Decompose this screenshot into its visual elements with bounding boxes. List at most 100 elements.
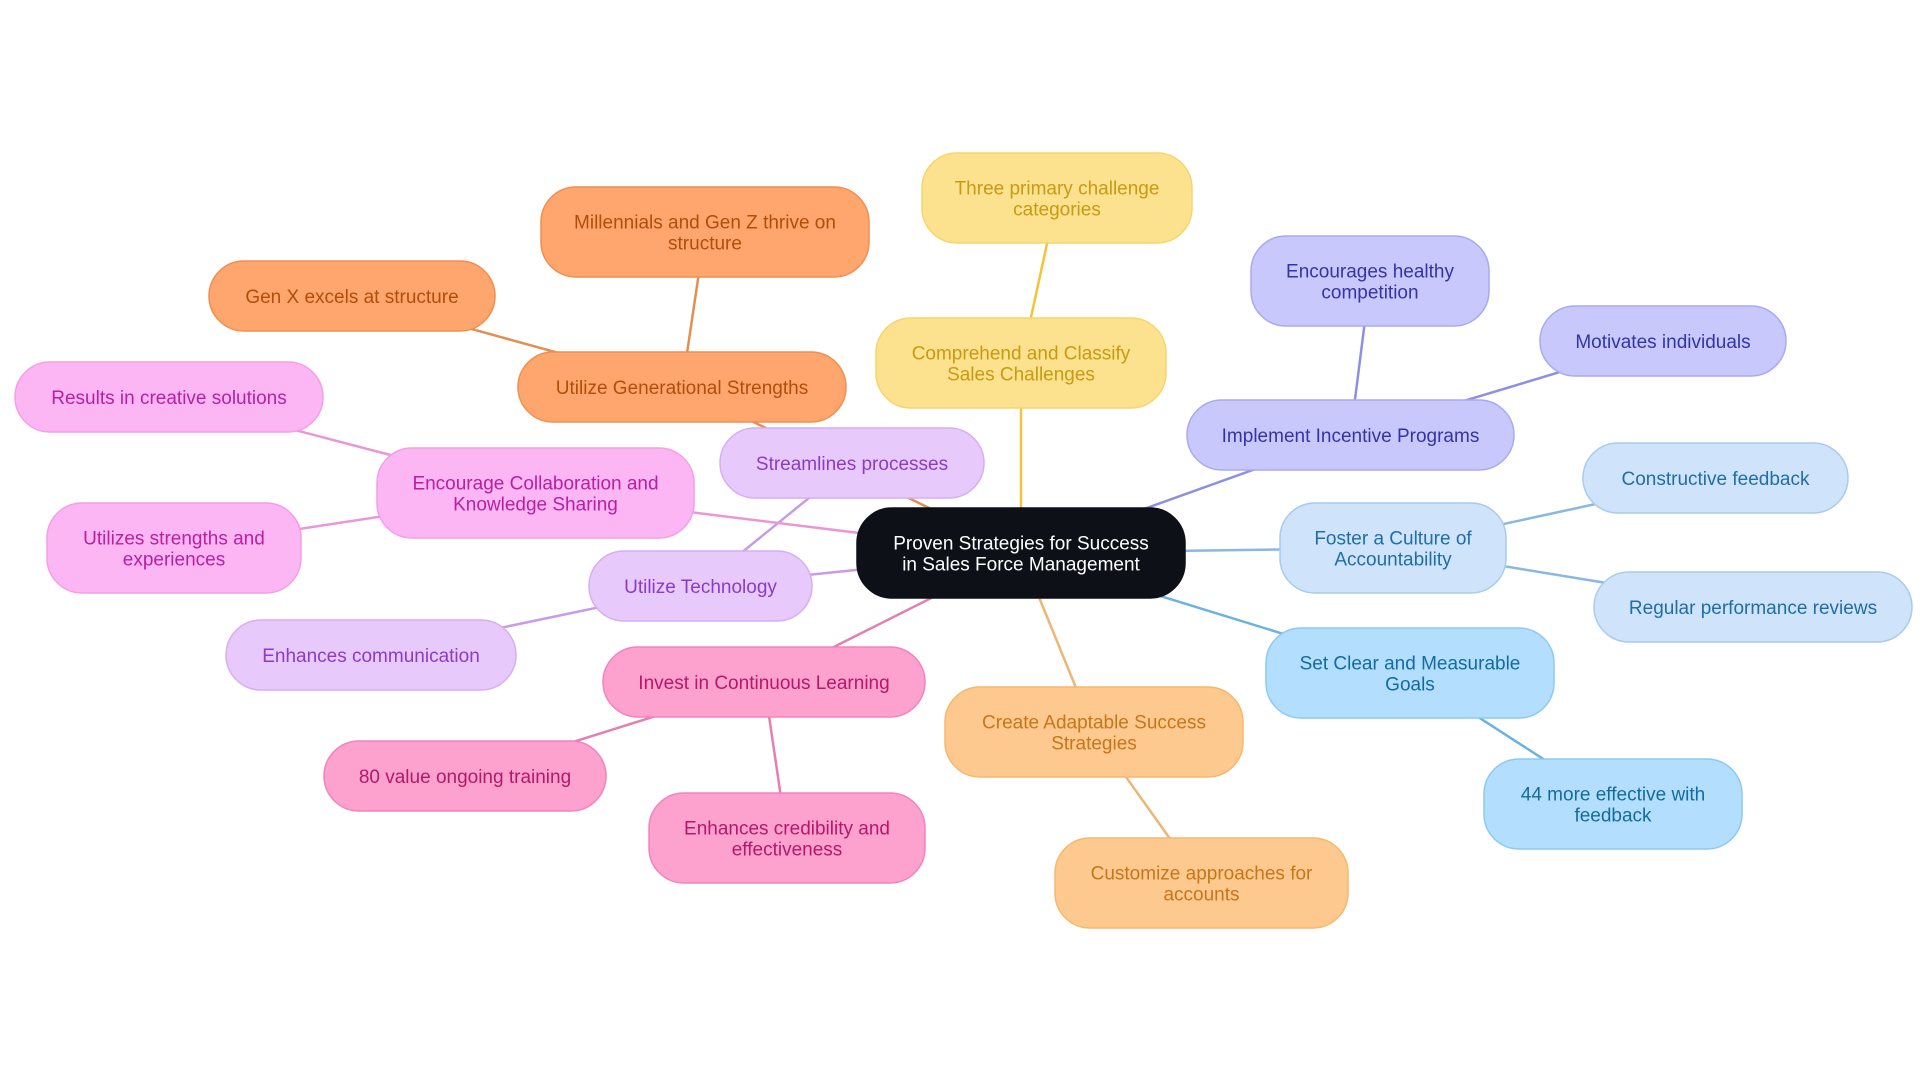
central-topic-node-label-line: in Sales Force Management xyxy=(902,555,1140,576)
branch-node-classify-label-line: Comprehend and Classify xyxy=(912,344,1131,365)
leaf-node-accountability-2: Regular performance reviews xyxy=(1593,571,1913,643)
leaf-node-learning-1-box xyxy=(323,740,607,812)
leaf-node-accountability-1-box xyxy=(1582,442,1849,514)
leaf-node-accountability-1: Constructive feedback xyxy=(1582,442,1849,514)
leaf-node-technology-2: Enhances communication xyxy=(225,619,517,691)
leaf-node-generational-2-label: Gen X excels at structure xyxy=(245,287,458,308)
leaf-node-generational-1-box xyxy=(540,186,870,278)
branch-node-goals-label-line: Goals xyxy=(1385,675,1435,696)
leaf-node-accountability-1-label: Constructive feedback xyxy=(1622,469,1810,490)
branch-node-learning-label-line: Invest in Continuous Learning xyxy=(638,673,889,694)
leaf-node-collaboration-2-label-line: experiences xyxy=(123,550,225,571)
leaf-node-learning-1: 80 value ongoing training xyxy=(323,740,607,812)
branch-node-incentive: Implement Incentive Programs xyxy=(1186,399,1515,471)
leaf-node-collaboration-1-box xyxy=(14,361,324,433)
leaf-node-collaboration-2-box xyxy=(46,502,302,594)
branch-node-classify-box xyxy=(875,317,1167,409)
leaf-node-accountability-2-label-line: Regular performance reviews xyxy=(1629,598,1877,619)
leaf-node-collaboration-1-label-line: Results in creative solutions xyxy=(51,388,287,409)
leaf-node-accountability-1-label-line: Constructive feedback xyxy=(1622,469,1810,490)
branch-node-learning: Invest in Continuous Learning xyxy=(602,646,926,718)
leaf-node-generational-2-box xyxy=(208,260,496,332)
branch-node-technology-label-line: Utilize Technology xyxy=(624,577,777,598)
leaf-node-incentive-1-box xyxy=(1250,235,1490,327)
branch-node-goals-label-line: Set Clear and Measurable xyxy=(1300,654,1521,675)
leaf-node-learning-1-label-line: 80 value ongoing training xyxy=(359,767,571,788)
branch-node-collaboration-box xyxy=(376,447,695,539)
branch-node-technology: Utilize Technology xyxy=(588,550,813,622)
branch-node-accountability-label-line: Foster a Culture of xyxy=(1314,529,1472,550)
leaf-node-collaboration-1-label: Results in creative solutions xyxy=(51,388,287,409)
branch-node-collaboration-label-line: Encourage Collaboration and xyxy=(412,474,658,495)
leaf-node-technology-1-box xyxy=(719,427,985,499)
leaf-node-learning-2-label-line: Enhances credibility and xyxy=(684,819,890,840)
branch-node-accountability-label-line: Accountability xyxy=(1334,550,1452,571)
leaf-node-technology-2-label-line: Enhances communication xyxy=(262,646,480,667)
leaf-node-goals-1-box xyxy=(1483,758,1743,850)
leaf-node-accountability-2-box xyxy=(1593,571,1913,643)
leaf-node-incentive-1-label-line: competition xyxy=(1321,283,1418,304)
leaf-node-collaboration-1: Results in creative solutions xyxy=(14,361,324,433)
branch-node-collaboration-label-line: Knowledge Sharing xyxy=(453,495,618,516)
leaf-node-incentive-2-box xyxy=(1539,305,1787,377)
leaf-node-incentive-2-label: Motivates individuals xyxy=(1575,332,1750,353)
leaf-node-generational-2: Gen X excels at structure xyxy=(208,260,496,332)
leaf-node-technology-1-label-line: Streamlines processes xyxy=(756,454,948,475)
leaf-node-collaboration-2-label-line: Utilizes strengths and xyxy=(83,529,265,550)
branch-node-generational-label: Utilize Generational Strengths xyxy=(556,378,808,399)
leaf-node-technology-1: Streamlines processes xyxy=(719,427,985,499)
leaf-node-incentive-1-label-line: Encourages healthy xyxy=(1286,262,1454,283)
leaf-node-learning-1-label: 80 value ongoing training xyxy=(359,767,571,788)
leaf-node-accountability-2-label: Regular performance reviews xyxy=(1629,598,1877,619)
branch-node-adaptable-box xyxy=(944,686,1244,778)
leaf-node-adaptable-1-label-line: accounts xyxy=(1163,885,1239,906)
branch-node-generational-box xyxy=(517,351,847,423)
leaf-node-generational-1-label-line: Millennials and Gen Z thrive on xyxy=(574,213,836,234)
branch-node-goals-box xyxy=(1265,627,1555,719)
branch-node-adaptable-label-line: Strategies xyxy=(1051,734,1137,755)
leaf-node-classify-1-label-line: Three primary challenge xyxy=(955,179,1160,200)
leaf-node-technology-2-label: Enhances communication xyxy=(262,646,480,667)
branch-node-generational: Utilize Generational Strengths xyxy=(517,351,847,423)
central-topic-node-label-line: Proven Strategies for Success xyxy=(893,534,1149,555)
leaf-node-adaptable-1-box xyxy=(1054,837,1349,929)
branch-node-classify-label-line: Sales Challenges xyxy=(947,365,1095,386)
branch-node-accountability-box xyxy=(1279,502,1507,594)
branch-node-incentive-label: Implement Incentive Programs xyxy=(1222,426,1480,447)
leaf-node-generational-1-label-line: structure xyxy=(668,234,742,255)
leaf-node-generational-2-label-line: Gen X excels at structure xyxy=(245,287,458,308)
leaf-node-goals-1-label-line: 44 more effective with xyxy=(1521,785,1705,806)
branch-node-generational-label-line: Utilize Generational Strengths xyxy=(556,378,808,399)
branch-node-adaptable-label-line: Create Adaptable Success xyxy=(982,713,1206,734)
branch-node-technology-box xyxy=(588,550,813,622)
leaf-node-learning-2-box xyxy=(648,792,926,884)
branch-node-learning-label: Invest in Continuous Learning xyxy=(638,673,889,694)
central-topic-node-box xyxy=(856,507,1186,599)
branch-node-technology-label: Utilize Technology xyxy=(624,577,777,598)
